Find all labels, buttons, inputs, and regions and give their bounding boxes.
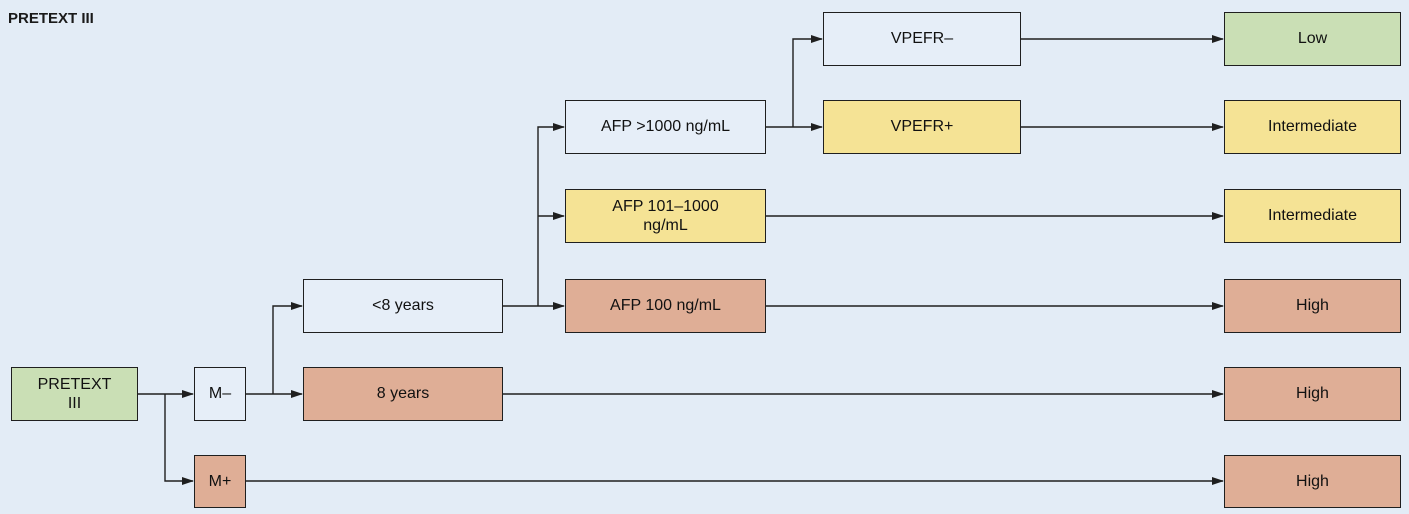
node-vpefr-positive: VPEFR+ (823, 100, 1021, 154)
outcome-intermediate-afp: Intermediate (1224, 189, 1401, 243)
node-afp-101-1000: AFP 101–1000 ng/mL (565, 189, 766, 243)
arrow-m-neg-to-under8 (272, 302, 303, 394)
node-vpefr-negative: VPEFR– (823, 12, 1021, 66)
arrow-root-to-m-pos (164, 394, 194, 485)
outcome-high-age: High (1224, 367, 1401, 421)
outcome-high-metastasis: High (1224, 455, 1401, 508)
outcome-intermediate-vpefr: Intermediate (1224, 100, 1401, 154)
node-pretext-iii: PRETEXT III (11, 367, 138, 421)
arrow-under8-to-afp-gt1000 (537, 123, 565, 306)
arrow-afp-gt1000-to-vpefr-neg (792, 35, 823, 127)
outcome-low: Low (1224, 12, 1401, 66)
node-m-negative: M– (194, 367, 246, 421)
node-under-8-years: <8 years (303, 279, 503, 333)
node-8-years: 8 years (303, 367, 503, 421)
diagram-title: PRETEXT III (8, 10, 94, 27)
node-afp-le-100: AFP 100 ng/mL (565, 279, 766, 333)
outcome-high-afp: High (1224, 279, 1401, 333)
node-afp-gt-1000: AFP >1000 ng/mL (565, 100, 766, 154)
node-m-positive: M+ (194, 455, 246, 508)
